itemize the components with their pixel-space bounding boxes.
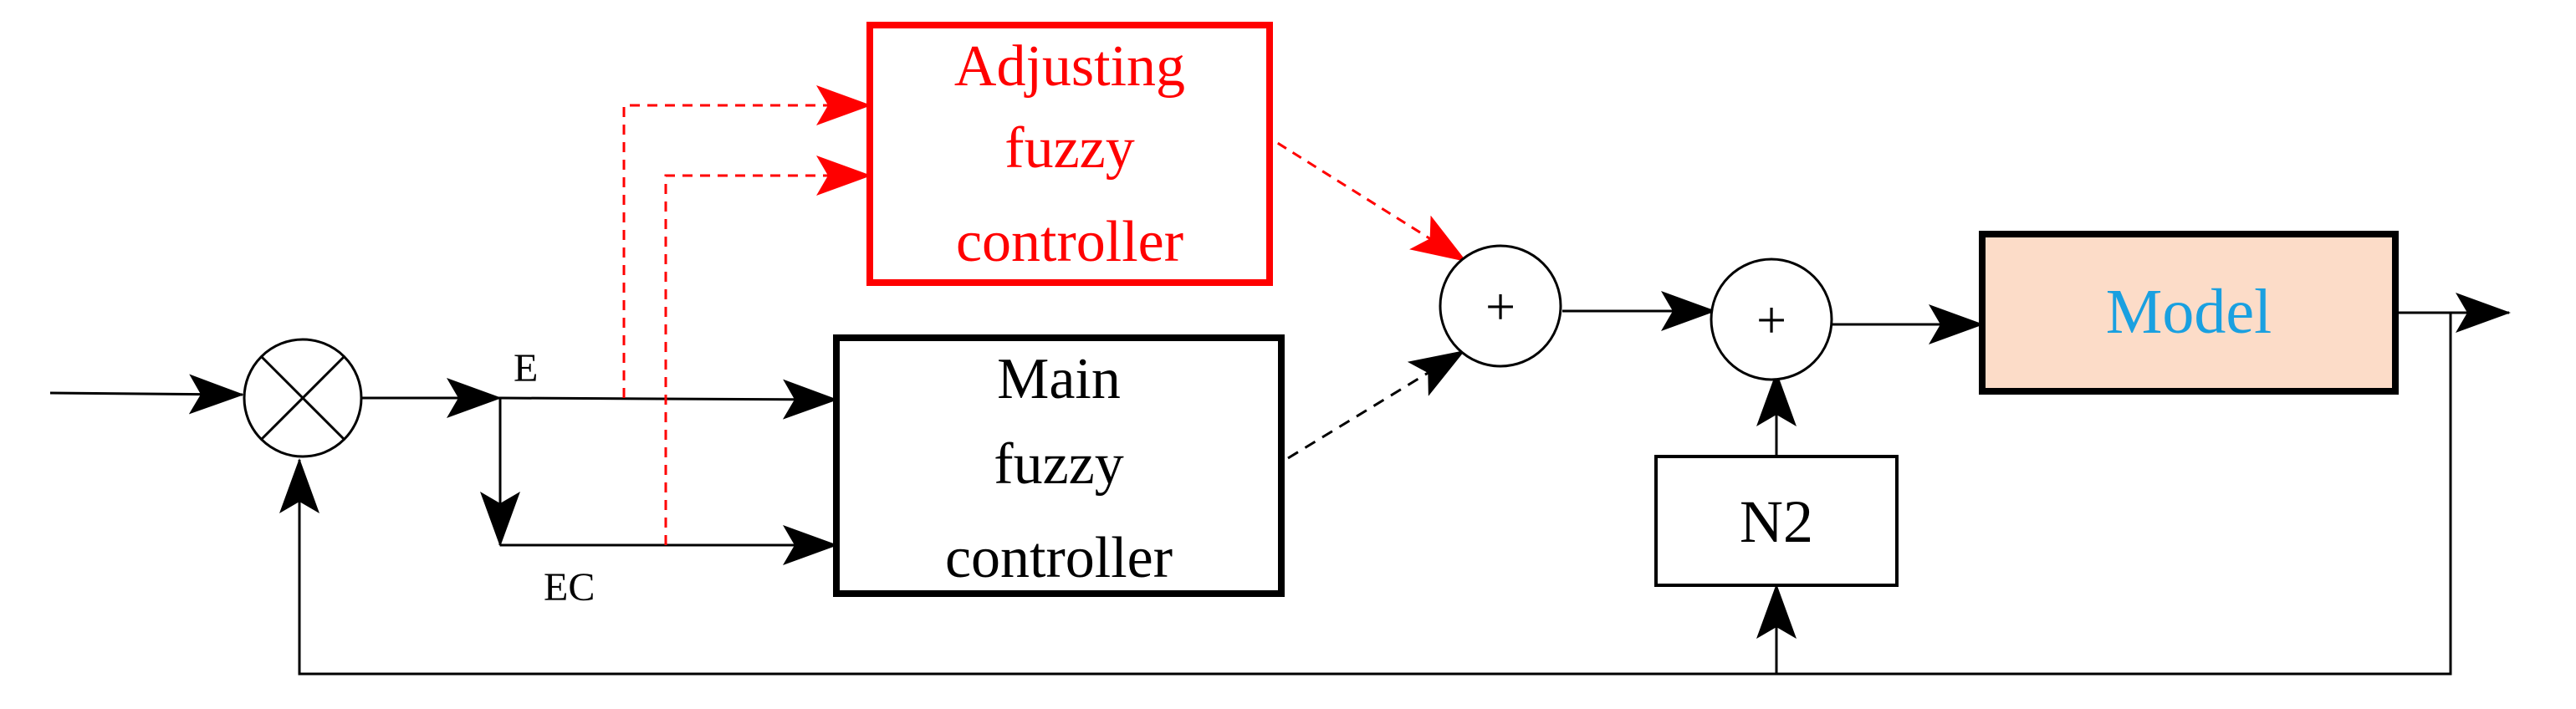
main-block-line-3: controller xyxy=(945,526,1173,590)
sum-junction-1-symbol: + xyxy=(1485,277,1515,336)
main-fuzzy-controller-block: Main fuzzy controller xyxy=(833,334,1285,597)
adjusting-signal-lines xyxy=(622,85,1467,545)
feedback-line xyxy=(279,313,2452,676)
model-label: Model xyxy=(2106,277,2272,347)
ec-to-adjusting-line xyxy=(664,156,871,545)
adjusting-block-line-3: controller xyxy=(956,210,1183,274)
adjusting-fuzzy-controller-block: Adjusting fuzzy controller xyxy=(866,22,1273,286)
model-block: Model xyxy=(1979,231,2399,395)
e-to-adjusting-line xyxy=(622,85,871,398)
n2-block: N2 xyxy=(1654,455,1899,587)
e-line xyxy=(499,379,838,420)
n2-label: N2 xyxy=(1740,488,1813,555)
adjusting-block-line-1: Adjusting xyxy=(954,34,1185,99)
adjusting-block-line-2: fuzzy xyxy=(1004,116,1134,181)
sum-junction-2: + xyxy=(1710,258,1833,381)
ec-signal-label: EC xyxy=(544,565,595,610)
adjusting-to-sum1-line xyxy=(1262,132,1467,263)
main-to-sum1-line xyxy=(1287,349,1465,460)
e-signal-label: E xyxy=(514,346,538,390)
input-line xyxy=(49,374,244,415)
sum-junction-1: + xyxy=(1439,244,1562,368)
comparator xyxy=(243,338,363,458)
main-block-line-2: fuzzy xyxy=(994,432,1123,497)
signal-lines xyxy=(49,291,2511,676)
main-block-line-1: Main xyxy=(997,347,1121,411)
sum-junction-2-symbol: + xyxy=(1756,290,1786,349)
